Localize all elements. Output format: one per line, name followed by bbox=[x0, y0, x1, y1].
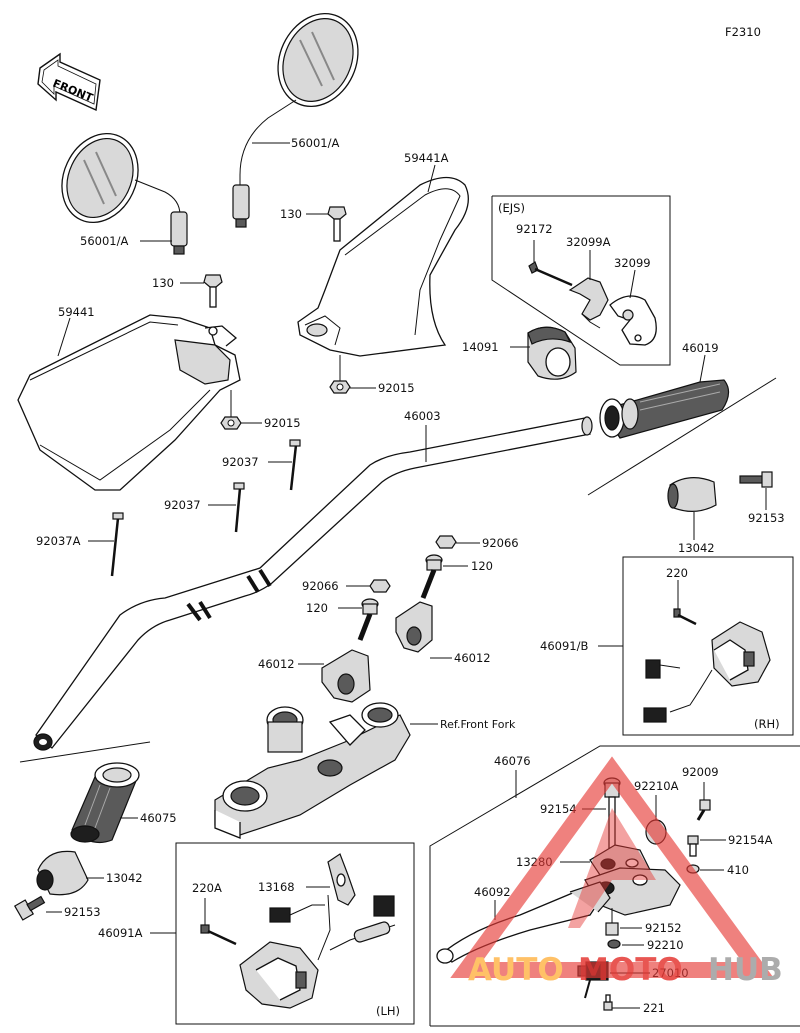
clip-92037A bbox=[110, 512, 124, 577]
label-lever-46092: 46092 bbox=[474, 885, 511, 899]
label-bolt-120-left: 120 bbox=[306, 601, 328, 615]
collar-92152 bbox=[605, 922, 619, 936]
label-lever-assy: 46076 bbox=[494, 754, 531, 768]
label-bolt-120-right: 120 bbox=[471, 559, 493, 573]
automotohub-logo: AUTO MOTO HUB bbox=[450, 756, 783, 988]
label-nut-92210: 92210 bbox=[647, 938, 684, 952]
handlebar-46003 bbox=[33, 416, 593, 751]
label-housing-32099A: 32099A bbox=[566, 235, 611, 249]
label-switch-lh: 46091A bbox=[98, 926, 143, 940]
label-switch-rh: 46091/B bbox=[540, 639, 588, 653]
bolt-92154A bbox=[687, 835, 699, 857]
label-bolt-92154: 92154 bbox=[540, 802, 577, 816]
label-screw-92009: 92009 bbox=[682, 765, 719, 779]
grip-right-46019 bbox=[587, 377, 777, 496]
label-handguard-right: 59441A bbox=[404, 151, 449, 165]
screw-92009 bbox=[696, 799, 711, 821]
bolt-130-left bbox=[203, 274, 223, 308]
lever-assy-box bbox=[429, 745, 800, 1027]
label-holder-46012-left: 46012 bbox=[258, 657, 295, 671]
bar-end-weight-right bbox=[667, 477, 717, 512]
label-mirror-right: 56001/A bbox=[291, 136, 339, 150]
label-housing-32099: 32099 bbox=[614, 256, 651, 270]
mirror-right bbox=[232, 12, 359, 228]
label-bolt-130-left: 130 bbox=[152, 276, 174, 290]
label-clip-92037-mid: 92037 bbox=[164, 498, 201, 512]
bar-end-weight-left bbox=[36, 850, 89, 896]
bar-end-bolt-right bbox=[739, 471, 773, 488]
front-arrow-icon: FRONT bbox=[37, 52, 101, 112]
rh-switch-box: (RH) bbox=[622, 556, 794, 736]
bar-end-bolt-left bbox=[13, 895, 46, 921]
label-screw-92172: 92172 bbox=[516, 222, 553, 236]
clip-92037-mid bbox=[233, 482, 245, 533]
washer-92066-right bbox=[435, 535, 457, 549]
bolt-120-left bbox=[357, 598, 379, 641]
label-ref-front-fork: Ref.Front Fork bbox=[440, 718, 516, 731]
label-washer-410: 410 bbox=[727, 863, 749, 877]
label-cover-92210A: 92210A bbox=[634, 779, 679, 793]
label-bolt-92154A: 92154A bbox=[728, 833, 773, 847]
label-nut-92015-left: 92015 bbox=[264, 416, 301, 430]
label-screw-221: 221 bbox=[643, 1001, 665, 1015]
label-bar-end-right: 13042 bbox=[678, 541, 715, 555]
label-grip-left: 46075 bbox=[140, 811, 177, 825]
nut-92210 bbox=[607, 939, 621, 949]
label-clip-92037A: 92037A bbox=[36, 534, 81, 548]
label-clamp-13168: 13168 bbox=[258, 880, 295, 894]
label-bolt-130-right: 130 bbox=[280, 207, 302, 221]
label-mirror-left: 56001/A bbox=[80, 234, 128, 248]
label-handguard-left: 59441 bbox=[58, 305, 95, 319]
label-bar-end-bolt-right: 92153 bbox=[748, 511, 785, 525]
nut-92015-left bbox=[220, 416, 242, 430]
label-bar-end-left: 13042 bbox=[106, 871, 143, 885]
label-grip-right: 46019 bbox=[682, 341, 719, 355]
label-switch-rh-220: 220 bbox=[666, 566, 688, 580]
label-washer-92066-right: 92066 bbox=[482, 536, 519, 550]
label-ejs: (EJS) bbox=[498, 201, 525, 215]
lh-switch-box: (LH) bbox=[175, 842, 415, 1025]
label-throttle-14091: 14091 bbox=[462, 340, 499, 354]
handguard-right bbox=[297, 176, 469, 357]
label-switch-lh-220A: 220A bbox=[192, 881, 222, 895]
fork-clamp bbox=[214, 702, 411, 839]
label-washer-92066-left: 92066 bbox=[302, 579, 339, 593]
diagram-id: F2310 bbox=[725, 25, 761, 39]
screw-221 bbox=[603, 994, 613, 1011]
grip-left-46075 bbox=[19, 741, 151, 843]
mirror-left bbox=[61, 132, 188, 255]
watermark-text-b: MOTO bbox=[578, 952, 683, 988]
label-collar-92152: 92152 bbox=[645, 921, 682, 935]
label-handlebar: 46003 bbox=[404, 409, 441, 423]
handguard-left bbox=[17, 314, 241, 491]
holder-46012-left bbox=[321, 649, 371, 703]
holder-46012-right bbox=[395, 601, 433, 653]
label-lh-tag: (LH) bbox=[376, 1004, 400, 1018]
throttle-14091 bbox=[527, 326, 577, 380]
ejs-box: (EJS) bbox=[491, 195, 671, 366]
label-bar-end-bolt-left: 92153 bbox=[64, 905, 101, 919]
nut-92015-right bbox=[329, 380, 351, 394]
label-nut-92015-right: 92015 bbox=[378, 381, 415, 395]
label-rh-tag: (RH) bbox=[754, 717, 780, 731]
washer-92066-left bbox=[369, 579, 391, 593]
watermark-text-a: AUTO bbox=[468, 952, 564, 988]
holder-13280 bbox=[584, 844, 681, 916]
label-holder-46012-right: 46012 bbox=[454, 651, 491, 665]
watermark-text-c: HUB bbox=[708, 952, 783, 988]
label-clip-92037-upper: 92037 bbox=[222, 455, 259, 469]
bolt-120-right bbox=[420, 554, 443, 599]
bolt-130-right bbox=[327, 206, 347, 242]
clip-92037-upper bbox=[289, 439, 301, 491]
